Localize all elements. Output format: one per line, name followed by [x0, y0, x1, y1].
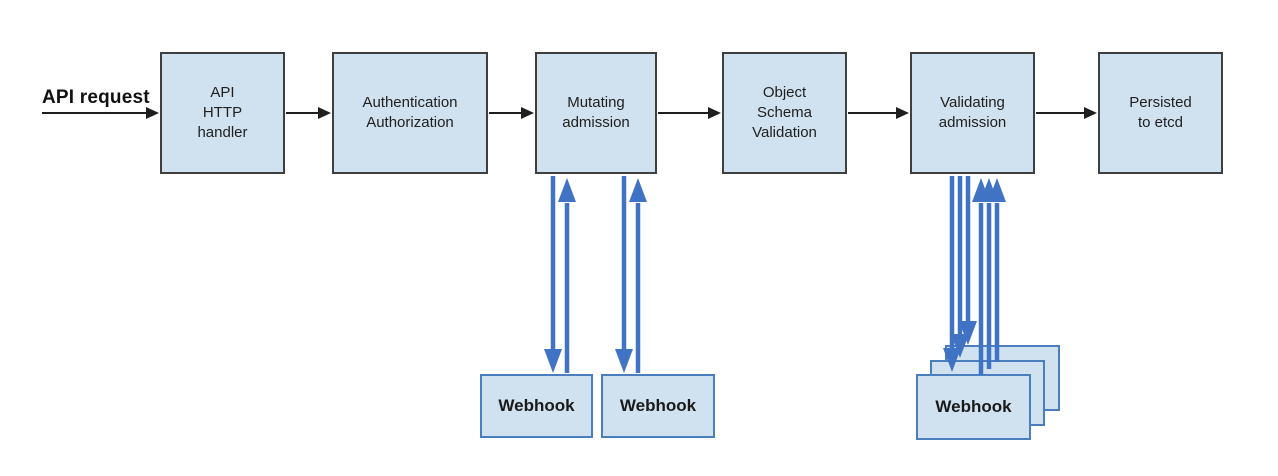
validating-webhook-return-arrow-2	[980, 178, 998, 369]
flow-arrow-handler-to-auth	[286, 107, 331, 119]
flow-arrow-auth-to-mutating	[489, 107, 534, 119]
node-label: Validating admission	[938, 94, 1007, 131]
node-validating-admission: Validating admission	[910, 52, 1035, 174]
webhook-label: Webhook	[498, 395, 575, 415]
node-api-http-handler: API HTTP handler	[160, 52, 285, 174]
validating-webhook-box-front: Webhook	[916, 374, 1031, 440]
node-object-schema-validation: Object Schema Validation	[722, 52, 847, 174]
node-label: Mutating admission	[562, 94, 630, 131]
flow-arrow-validating-to-etcd	[1036, 107, 1097, 119]
validating-webhook-return-arrow-3	[988, 178, 1006, 362]
webhook-label: Webhook	[935, 396, 1012, 416]
mutating-webhook1-return-arrow	[558, 178, 576, 373]
mutating-webhook2-call-arrow	[615, 176, 633, 373]
flow-arrow-mutating-to-schema	[658, 107, 721, 119]
mutating-webhook2-return-arrow	[629, 178, 647, 373]
api-request-label: API request	[42, 87, 150, 108]
mutating-webhook1-call-arrow	[544, 176, 562, 373]
node-label: Object Schema Validation	[752, 84, 817, 141]
validating-webhook-call-arrow-3	[959, 176, 977, 345]
node-label: Authentication Authorization	[362, 94, 458, 131]
node-label: API HTTP handler	[197, 84, 248, 141]
node-persisted-to-etcd: Persisted to etcd	[1098, 52, 1223, 174]
node-mutating-admission: Mutating admission	[535, 52, 657, 174]
flow-arrow-schema-to-validating	[848, 107, 909, 119]
node-authentication-authorization: Authentication Authorization	[332, 52, 488, 174]
node-label: Persisted to etcd	[1129, 94, 1192, 131]
webhook-label: Webhook	[619, 395, 697, 415]
validating-webhook-call-arrow-1	[943, 176, 961, 372]
mutating-webhook-box-1: Webhook	[480, 374, 593, 438]
mutating-webhook-box-2: Webhook	[601, 374, 715, 438]
validating-webhook-call-arrow-2	[951, 176, 969, 358]
